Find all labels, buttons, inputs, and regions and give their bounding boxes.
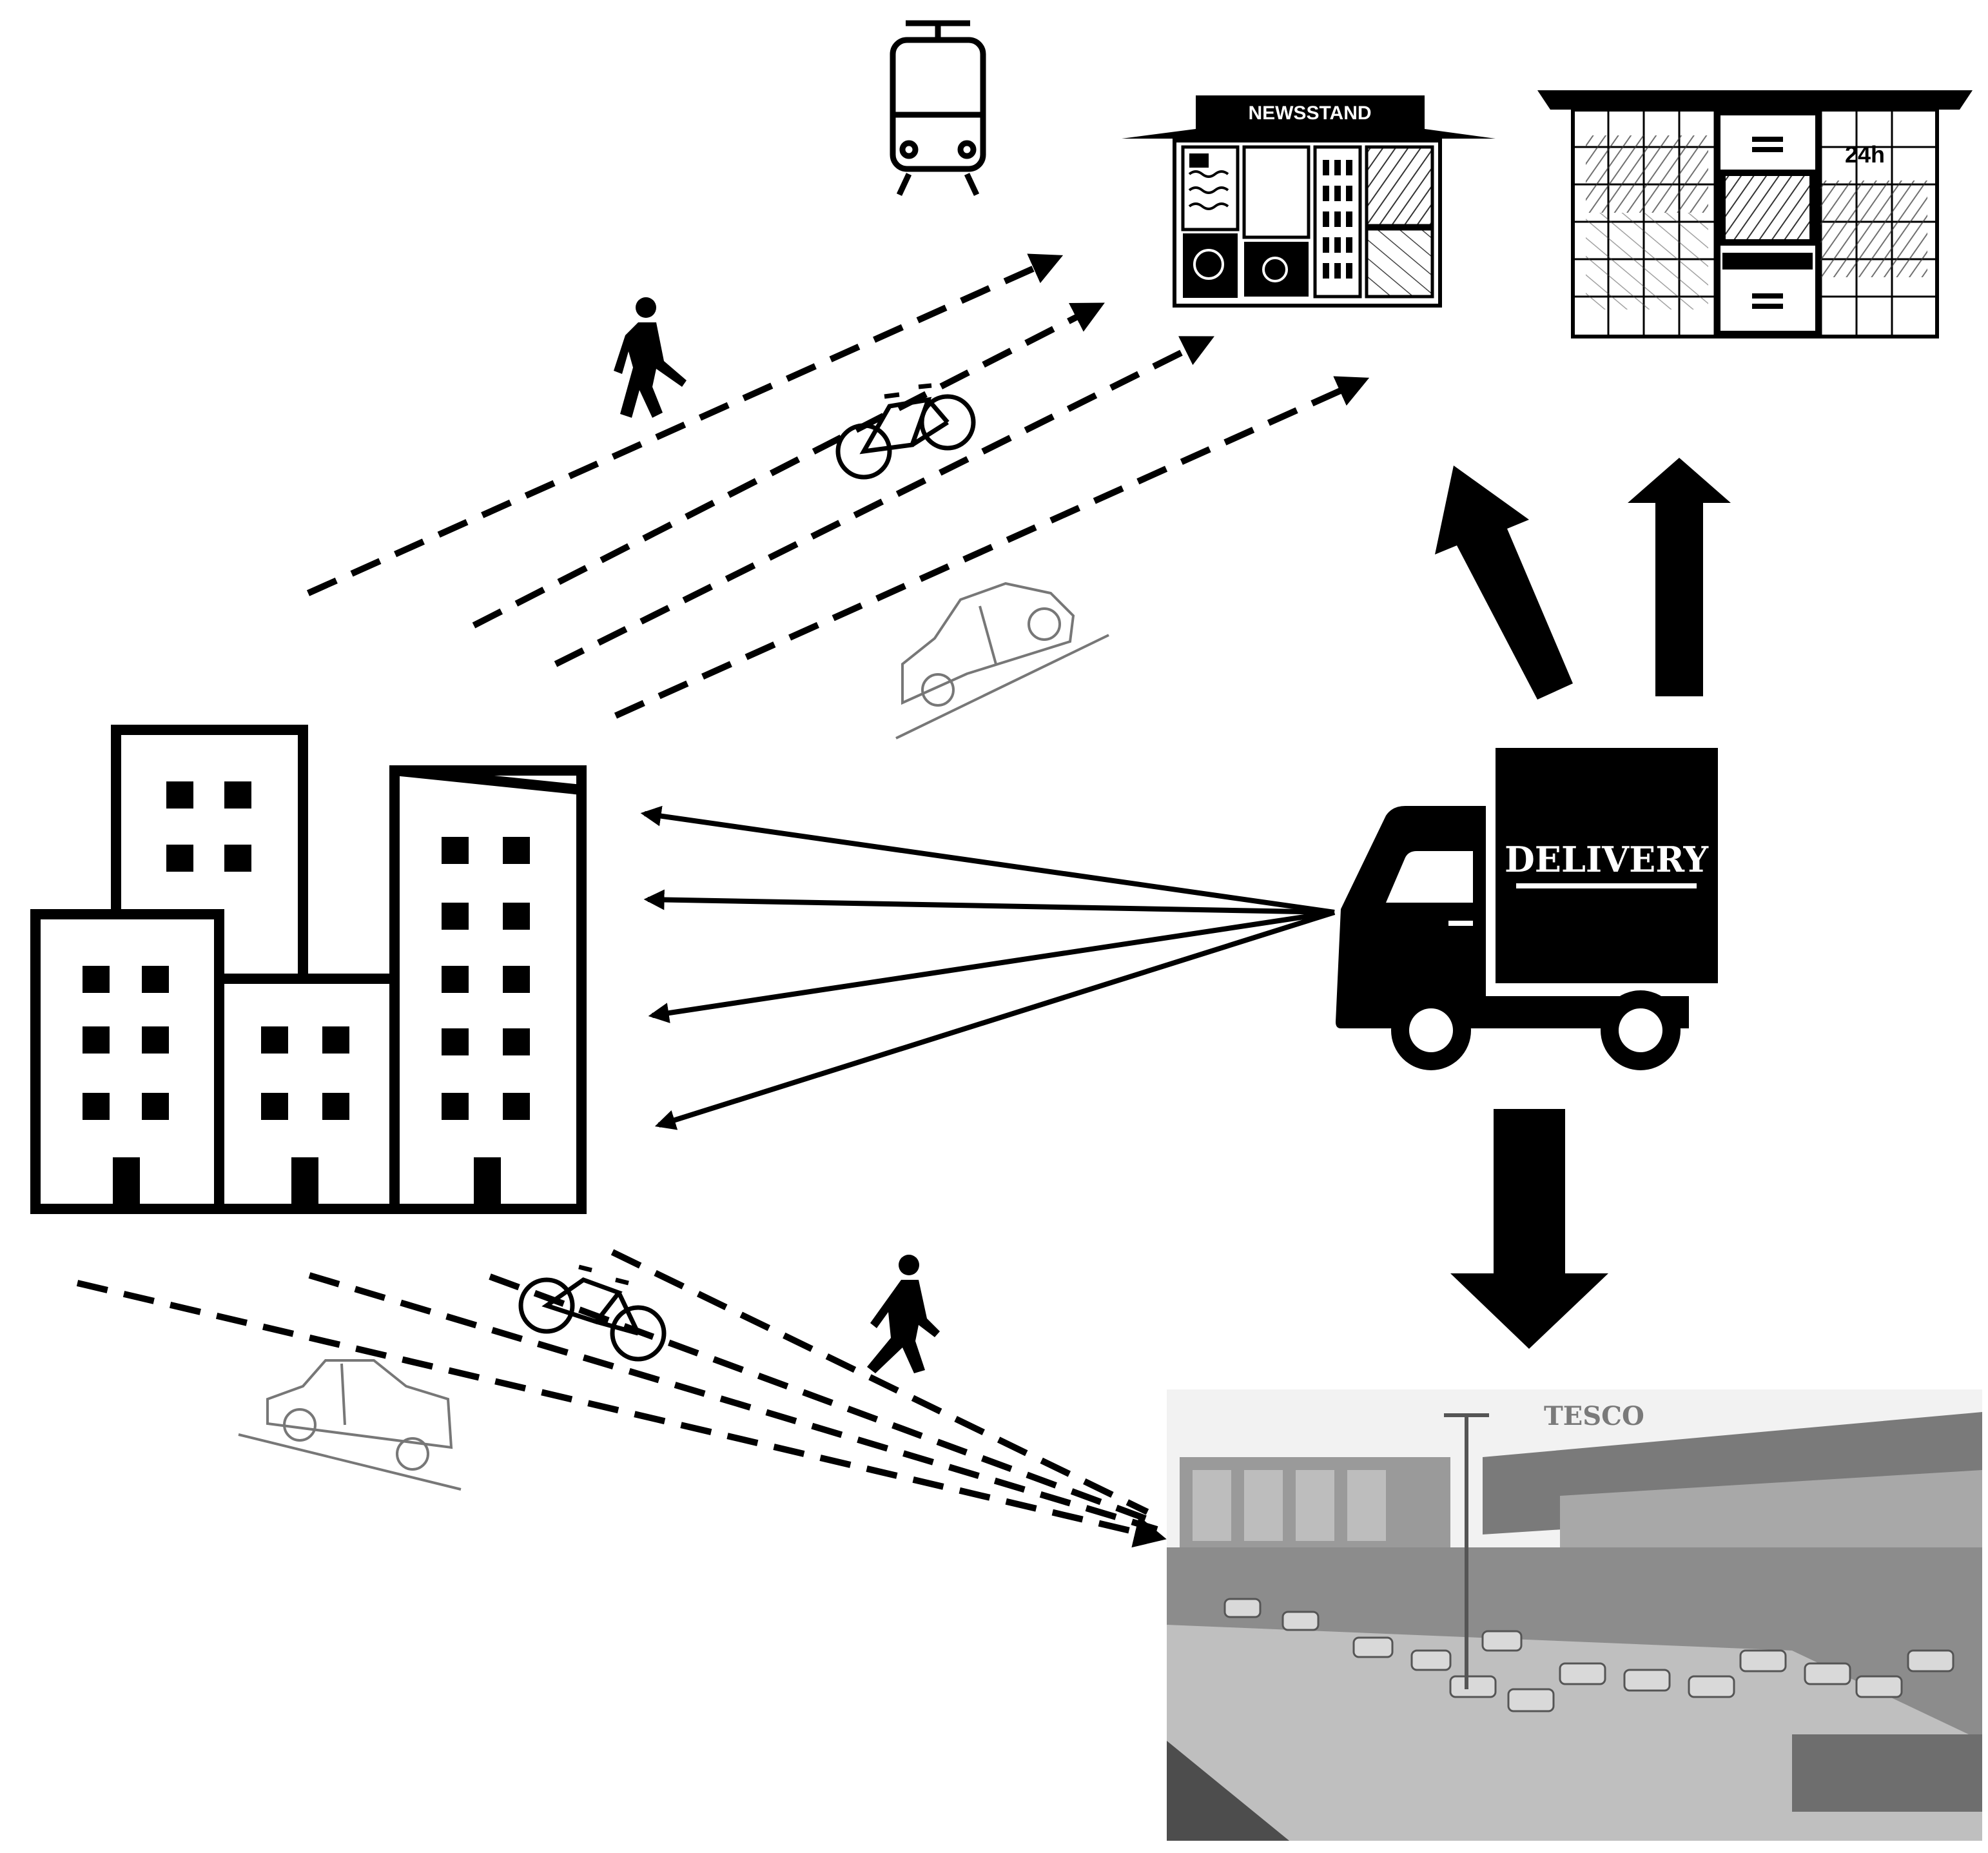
dashed-arrow-tram	[554, 336, 1214, 667]
dashed-arrow-car	[614, 376, 1370, 719]
dashed-arrow-bicycle	[472, 302, 1105, 629]
upper-dashed-arrows	[306, 253, 1370, 719]
car-icon	[238, 1359, 462, 1491]
dashed-arrow-pedestrian	[306, 253, 1064, 596]
pedestrian-icon	[867, 1255, 940, 1373]
car-icon	[895, 582, 1109, 740]
big-arrow-to-store	[1450, 1109, 1608, 1349]
buildings-icon	[30, 725, 587, 1214]
locker-hours-label: 24h	[1845, 141, 1885, 168]
bicycle-icon	[518, 1264, 667, 1362]
newsstand-icon: NEWSSTAND	[1122, 95, 1496, 308]
tram-icon	[890, 20, 986, 196]
bicycle-icon	[835, 383, 976, 480]
big-arrow-to-newsstand	[1435, 466, 1573, 700]
newsstand-label: NEWSSTAND	[1248, 103, 1371, 124]
big-arrow-to-locker	[1628, 458, 1731, 696]
pedestrian-icon	[614, 297, 687, 418]
truck-label: DELIVERY	[1505, 839, 1709, 880]
delivery-truck-icon: DELIVERY	[1336, 748, 1718, 1070]
delivery-arrows-to-buildings	[640, 805, 1336, 1130]
supermarket-photo: TESCO	[1167, 1389, 1982, 1841]
store-sign: TESCO	[1544, 1401, 1644, 1431]
parcel-locker-icon: 24h	[1537, 90, 1973, 338]
